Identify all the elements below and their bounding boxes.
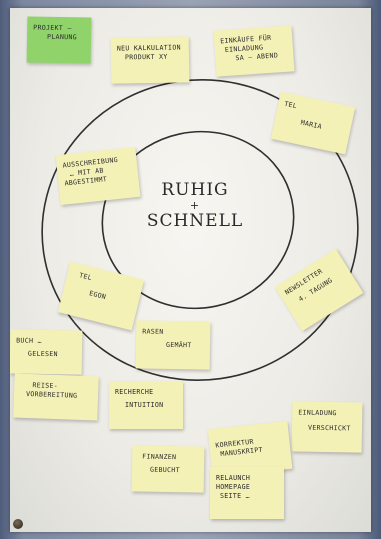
note-text: VORBEREITUNG — [25, 389, 78, 400]
note-text: RELAUNCH — [216, 474, 251, 482]
note-text: FINANZEN — [142, 452, 177, 462]
note-text: GEMÄHT — [165, 340, 192, 350]
sticky-note-ausschreibung: AUSSCHREIBUNG … MIT AB ABGESTIMMT — [55, 146, 141, 206]
note-text: SEITE … — [220, 491, 250, 500]
center-line-1: RUHIG — [161, 180, 229, 200]
center-heading: RUHIG + SCHNELL — [135, 180, 255, 232]
note-text: HOMEPAGE — [216, 482, 251, 491]
sticky-note-neukalkulation: NEU KALKULATION PRODUKT XY — [110, 36, 190, 84]
note-text: PRODUKT XY — [124, 52, 168, 62]
note-text: VERSCHICKT — [307, 423, 351, 433]
note-text: RECHERCHE — [115, 388, 154, 396]
sticky-note-finanzen: FINANZEN GEBUCHT — [131, 445, 205, 493]
magnet — [13, 519, 23, 529]
sticky-note-einkaeufe: EINKÄUFE FÜR EINLADUNG SA – ABEND — [213, 25, 295, 77]
note-text: NEU KALKULATION — [116, 43, 181, 53]
sticky-note-reise: REISE- VORBEREITUNG — [13, 373, 99, 421]
whiteboard: RUHIG + SCHNELL PROJEKT – PLANUNG NEU KA… — [10, 8, 371, 532]
note-text: INTUITION — [125, 400, 164, 409]
sticky-note-rasen: RASEN GEMÄHT — [135, 320, 211, 370]
sticky-note-einladung: EINLADUNG VERSCHICKT — [291, 401, 363, 453]
note-text: PLANUNG — [46, 32, 78, 42]
inner-circle — [101, 130, 295, 310]
center-line-2: SCHNELL — [146, 211, 244, 232]
center-plus: + — [189, 199, 201, 213]
sticky-note-recherche: RECHERCHE INTUITION — [109, 381, 183, 429]
sticky-note-relaunch: RELAUNCH HOMEPAGE SEITE … — [210, 467, 284, 519]
note-text: EINLADUNG — [298, 408, 337, 418]
note-text: GEBUCHT — [149, 465, 180, 475]
sticky-note-buch: BUCH … GELESEN — [10, 329, 83, 375]
note-text: GELESEN — [27, 349, 58, 359]
sticky-note-projekt-planung: PROJEKT – PLANUNG — [26, 16, 92, 64]
note-text: PROJEKT – — [33, 23, 72, 33]
